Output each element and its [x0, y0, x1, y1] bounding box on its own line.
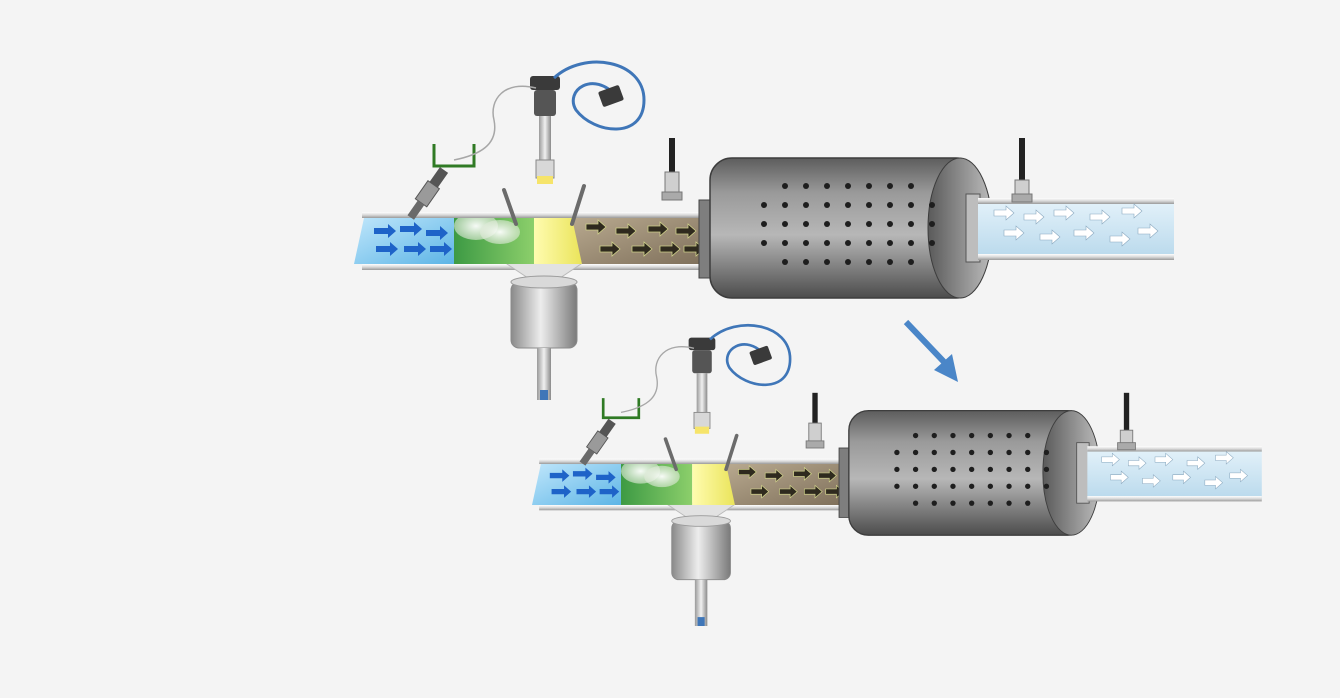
transition-arrow-icon — [903, 319, 958, 382]
unit-lower — [530, 323, 1264, 628]
